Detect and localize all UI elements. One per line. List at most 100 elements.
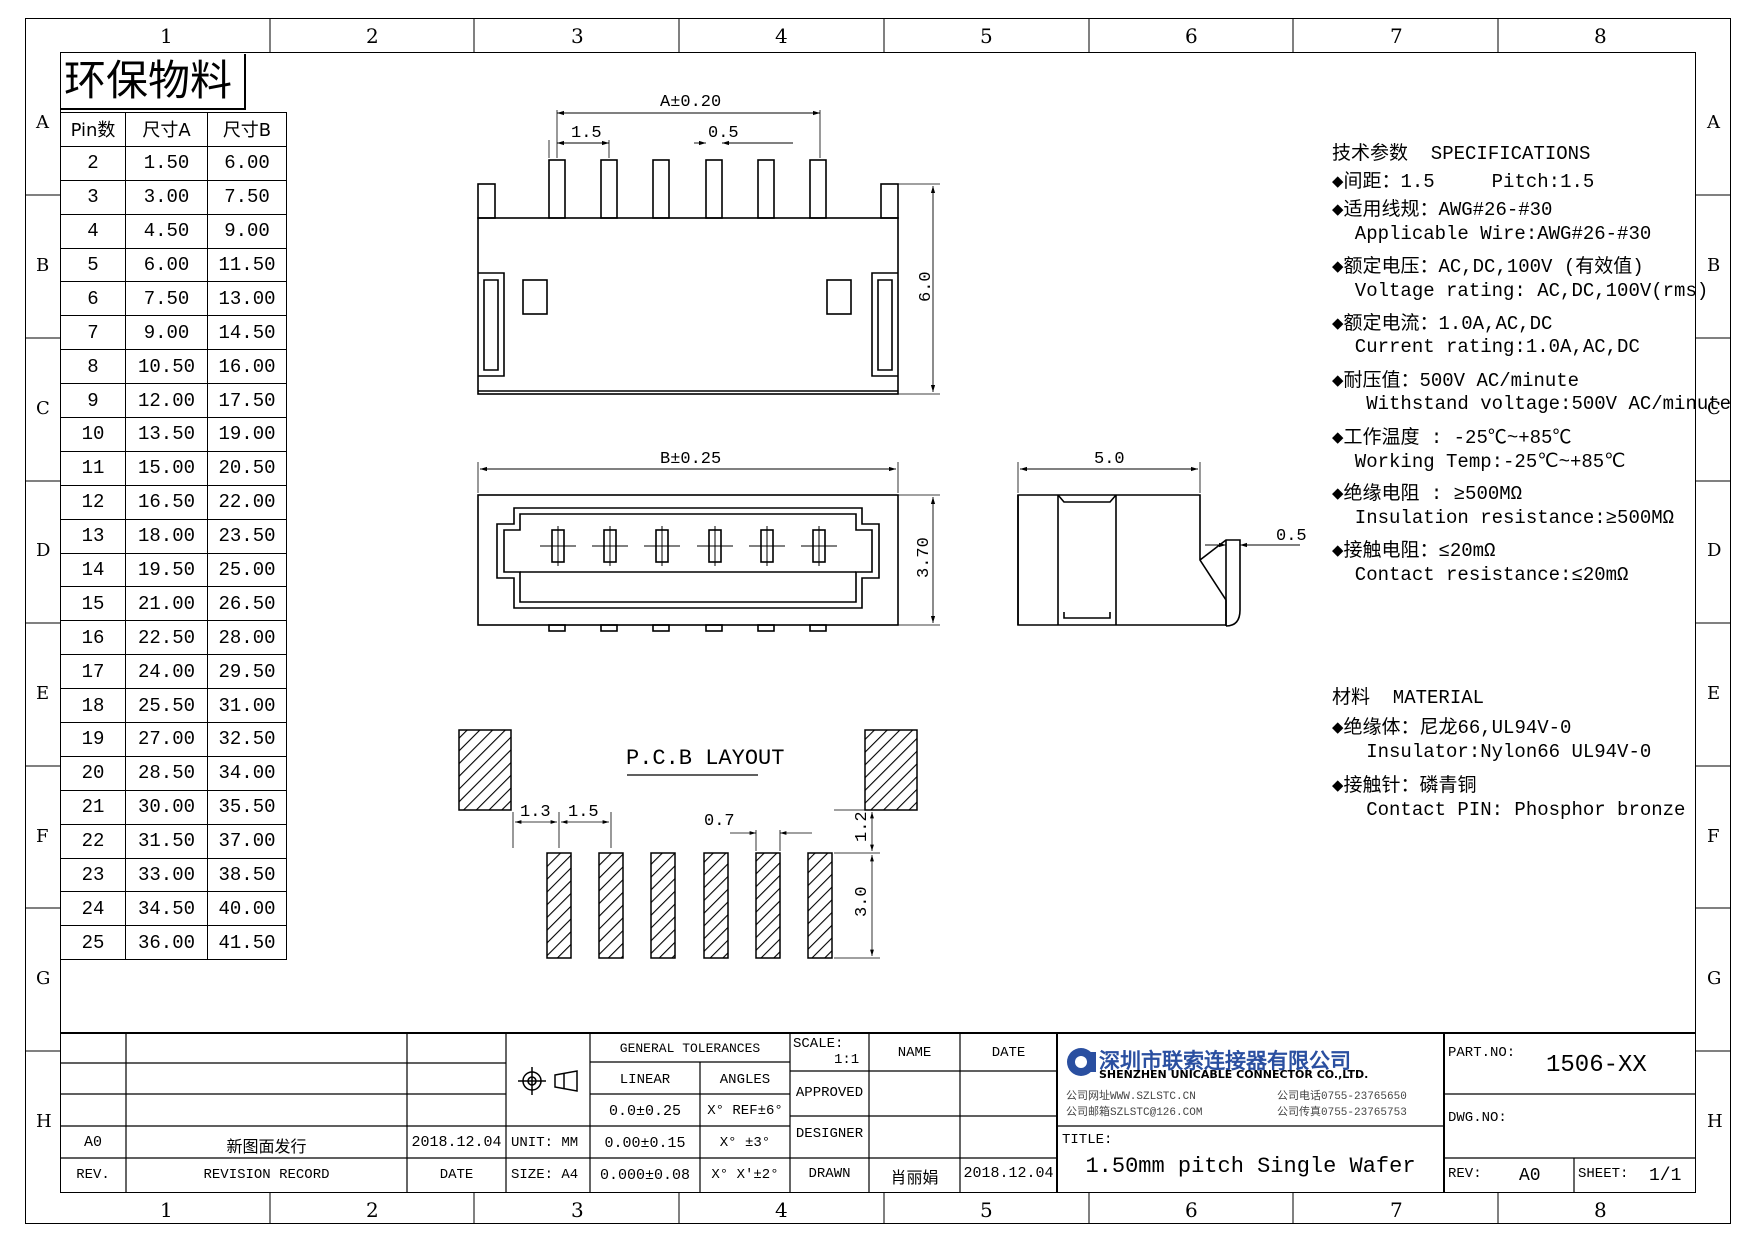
row-mark-right-c: C [1707, 398, 1721, 419]
revision-code: A0 [83, 1134, 102, 1151]
drawn-label: DRAWN [808, 1166, 851, 1182]
pin-count-cell: 5 [60, 247, 126, 283]
dim-height: 6.0 [917, 271, 936, 302]
size-b-cell: 13.00 [207, 281, 287, 317]
scale-label: SCALE: [793, 1036, 844, 1052]
company-fax: 公司传真0755-23765753 [1277, 1107, 1407, 1119]
row-mark-right-a: A [1707, 112, 1720, 133]
spec-line: ◆额定电流：1.0A,AC,DC [1332, 313, 1553, 335]
company-phone: 公司电话0755-23765650 [1277, 1091, 1407, 1103]
size-a-cell: 13.50 [125, 417, 208, 452]
size-b-cell: 35.50 [207, 789, 287, 825]
size-a-cell: 10.50 [125, 349, 208, 385]
part-number: 1506-XX [1546, 1052, 1647, 1079]
part-no-label: PART.NO: [1448, 1045, 1516, 1061]
sheet-value: 1/1 [1649, 1166, 1682, 1186]
tolerance-2: 0.00±0.15 [604, 1135, 686, 1152]
size-a-cell: 12.00 [125, 383, 208, 419]
col-mark-bottom-2: 2 [366, 1198, 379, 1222]
row-mark-g: G [36, 968, 51, 989]
size-a-cell: 19.50 [125, 552, 208, 588]
header-size-a: 尺寸A [125, 112, 208, 147]
row-mark-f: F [36, 826, 49, 847]
angle-tolerance-1: X° REF±6° [707, 1103, 783, 1119]
pin-count-cell: 21 [60, 789, 126, 825]
designer-label: DESIGNER [795, 1126, 864, 1142]
row-mark-b: B [36, 255, 50, 276]
spec-line: Withstand voltage:500V AC/minute [1332, 393, 1732, 416]
col-mark-bottom-8: 8 [1594, 1198, 1607, 1222]
rev-label: REV: [1448, 1166, 1482, 1182]
linear-label: LINEAR [619, 1072, 671, 1088]
size-b-cell: 26.50 [207, 586, 287, 622]
company-logo-icon [1067, 1048, 1096, 1076]
projection-symbol [518, 1067, 578, 1095]
header-pin-count: Pin数 [60, 112, 126, 147]
col-mark-1: 1 [160, 24, 173, 48]
col-mark-bottom-3: 3 [571, 1198, 584, 1222]
row-mark-h: H [36, 1111, 52, 1132]
col-mark-bottom-5: 5 [980, 1198, 993, 1222]
size-b-cell: 38.50 [207, 857, 287, 893]
pin-count-cell: 20 [60, 755, 126, 791]
row-mark-right-g: G [1707, 968, 1722, 989]
row-mark-e: E [36, 683, 50, 704]
size-label: SIZE: A4 [511, 1167, 579, 1183]
size-b-cell: 14.50 [207, 315, 287, 351]
approved-label: APPROVED [795, 1085, 864, 1101]
size-a-cell: 1.50 [125, 145, 208, 181]
spec-line: ◆工作温度 : -25℃~+85℃ [1332, 426, 1572, 449]
size-a-cell: 24.00 [125, 654, 208, 690]
size-a-cell: 22.50 [125, 620, 208, 656]
col-mark-bottom-4: 4 [775, 1198, 788, 1222]
pin-count-cell: 16 [60, 620, 126, 656]
spec-line: ◆耐压值：500V AC/minute [1332, 369, 1580, 392]
size-b-cell: 16.00 [207, 349, 287, 385]
size-b-cell: 25.00 [207, 552, 287, 588]
size-b-cell: 17.50 [207, 383, 287, 419]
material-line: ◆接触针：磷青铜 [1332, 775, 1477, 797]
rev-header: REV. [76, 1167, 110, 1183]
spec-line: Insulation resistance:≥500MΩ [1332, 506, 1675, 529]
size-a-cell: 9.00 [125, 315, 208, 351]
dim-depth: 3.70 [915, 537, 934, 578]
spec-line: Current rating:1.0A,AC,DC [1332, 336, 1640, 359]
size-b-cell: 28.00 [207, 620, 287, 656]
size-b-cell: 31.00 [207, 688, 287, 724]
col-mark-bottom-6: 6 [1185, 1198, 1198, 1222]
pin-count-cell: 4 [60, 213, 126, 249]
rev-value: A0 [1519, 1166, 1541, 1186]
size-b-cell: 34.00 [207, 755, 287, 791]
dim-pitch: 1.5 [571, 124, 602, 143]
company-name-en: SHENZHEN UNICABLE CONNECTOR CO.,LTD. [1099, 1068, 1369, 1081]
size-b-cell: 37.00 [207, 823, 287, 859]
row-mark-c: C [36, 398, 50, 419]
size-a-cell: 3.00 [125, 179, 208, 215]
pin-count-cell: 25 [60, 925, 126, 961]
top-view [477, 462, 940, 632]
dwg-no-label: DWG.NO: [1448, 1110, 1507, 1126]
angle-tolerance-3: X° X'±2° [711, 1167, 779, 1183]
spec-title: 技术参数 SPECIFICATIONS [1332, 143, 1591, 165]
spec-line: ◆接触电阻：≤20mΩ [1332, 540, 1496, 563]
dim-pad-gap: 1.2 [853, 811, 872, 842]
size-b-cell: 9.00 [207, 213, 287, 249]
size-a-cell: 33.00 [125, 857, 208, 893]
col-mark-bottom-1: 1 [160, 1198, 173, 1222]
size-b-cell: 22.00 [207, 484, 287, 520]
spec-line: ◆适用线规：AWG#26-#30 [1332, 199, 1553, 222]
name-header: NAME [897, 1045, 932, 1061]
